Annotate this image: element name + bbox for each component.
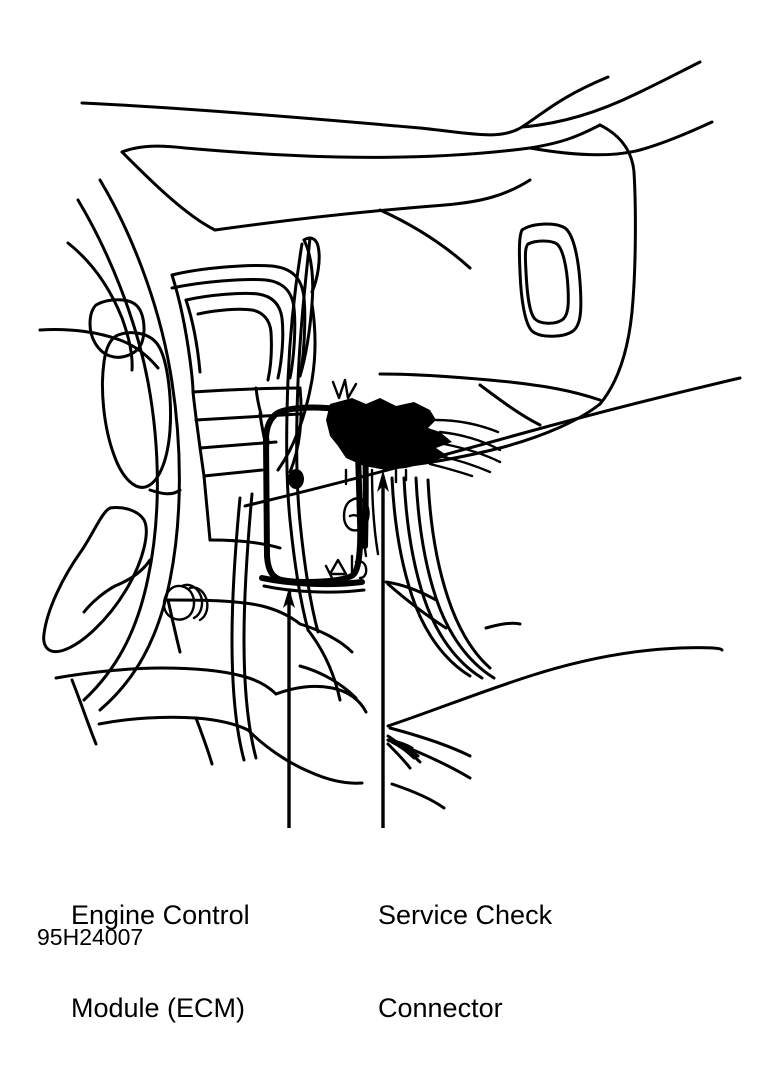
label-scc-line1: Service Check — [378, 900, 553, 930]
label-engine-control-module: Engine Control Module (ECM) — [71, 838, 250, 1086]
label-ecm-line2: Module (ECM) — [71, 993, 246, 1023]
center-console — [230, 236, 724, 810]
lower-dash-trim — [54, 538, 302, 766]
dash-end-air-vent — [517, 222, 583, 338]
dashboard-upper-panel — [80, 60, 714, 406]
label-ecm-line1: Engine Control — [71, 900, 250, 930]
engine-control-module — [259, 404, 370, 606]
callout-arrow-ecm — [283, 588, 295, 828]
diagram-root: Engine Control Module (ECM) Service Chec… — [37, 60, 742, 1023]
instrument-panel-illustration — [38, 60, 742, 828]
steering-wheel — [38, 178, 182, 712]
label-scc-line2: Connector — [378, 993, 503, 1023]
callout-arrow-service-check — [377, 470, 389, 828]
instrument-cluster — [170, 236, 321, 542]
label-service-check-connector: Service Check Connector — [378, 838, 552, 1086]
dash-lower-diagonal-edge — [243, 376, 742, 508]
figure-code: 95H24007 — [37, 924, 144, 950]
